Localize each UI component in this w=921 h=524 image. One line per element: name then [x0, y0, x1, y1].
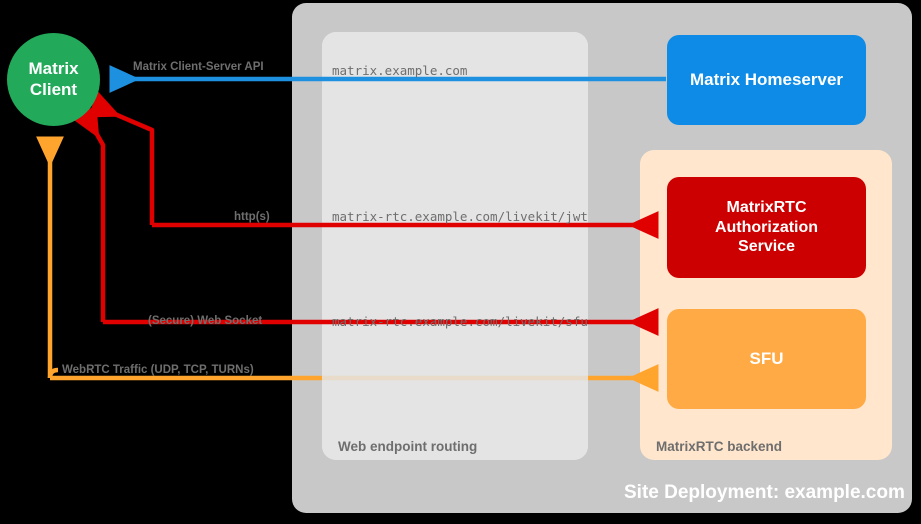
node-sfu-label: SFU	[749, 348, 784, 368]
connection-label-https: http(s)	[234, 211, 270, 223]
endpoint-label-livekit-sfu: matrix-rtc.example.com/livekit/sfu	[332, 314, 588, 329]
node-matrix-client-label: Matrix Client	[28, 59, 78, 100]
node-auth-line1: MatrixRTC	[726, 199, 807, 217]
node-matrixrtc-authorization-service[interactable]: MatrixRTC Authorization Service	[667, 177, 866, 278]
node-auth-line3: Service	[738, 238, 795, 256]
connection-label-matrix-client-server-api: Matrix Client-Server API	[133, 61, 264, 73]
web-endpoint-routing-caption: Web endpoint routing	[338, 439, 478, 454]
node-matrixrtc-auth-label: MatrixRTC Authorization Service	[715, 198, 818, 257]
node-sfu[interactable]: SFU	[667, 309, 866, 409]
node-matrix-client-line2: Client	[29, 79, 78, 99]
node-matrix-homeserver-label: Matrix Homeserver	[689, 69, 844, 89]
matrixrtc-backend-caption: MatrixRTC backend	[656, 439, 783, 454]
node-matrix-homeserver[interactable]: Matrix Homeserver	[667, 35, 866, 125]
node-matrix-client[interactable]: Matrix Client	[7, 33, 100, 126]
connection-secure-web-socket	[72, 104, 659, 336]
connection-https-jwt	[87, 91, 659, 239]
site-deployment-caption: Site Deployment: example.com	[624, 482, 905, 503]
web-endpoint-panel-overlay	[322, 32, 588, 460]
connection-label-webrtc-traffic: WebRTC Traffic (UDP, TCP, TURNs)	[62, 364, 254, 376]
connection-label-secure-web-socket: (Secure) Web Socket	[148, 315, 263, 327]
node-matrix-client-line1: Matrix	[28, 58, 79, 78]
node-auth-line2: Authorization	[714, 218, 819, 236]
endpoint-label-matrix: matrix.example.com	[332, 63, 468, 78]
endpoint-label-livekit-jwt: matrix-rtc.example.com/livekit/jwt	[332, 209, 588, 224]
